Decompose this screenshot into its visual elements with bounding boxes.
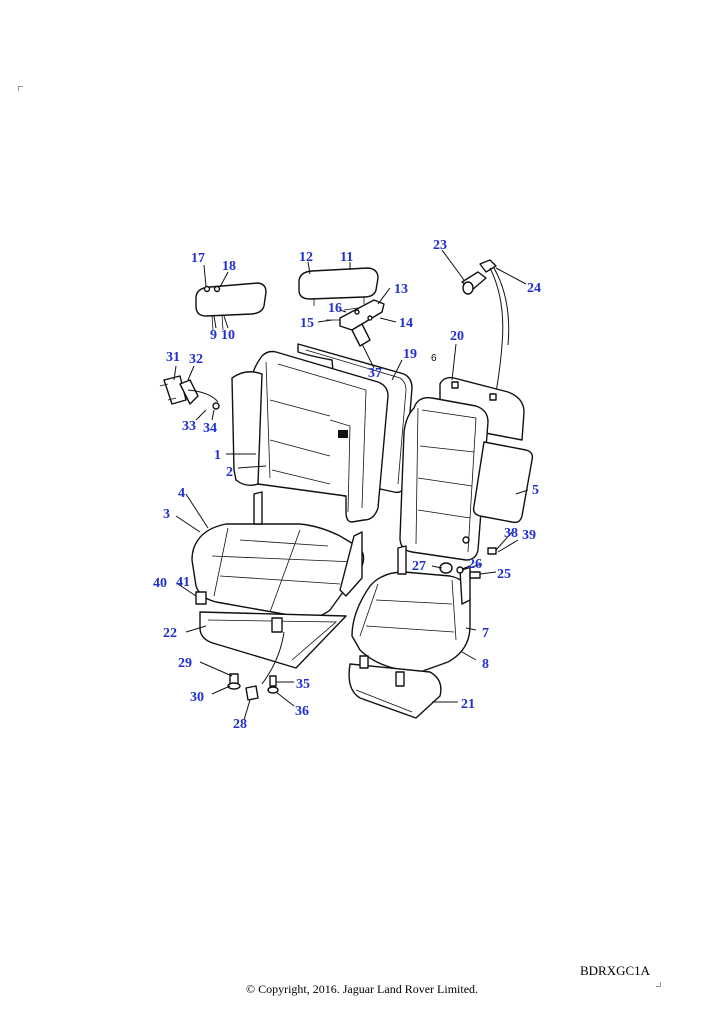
centre-headrest [298,267,379,306]
callout-22: 22 [163,626,177,641]
callout-35: 35 [296,677,310,692]
crop-mark-top-left [18,86,23,91]
callout-28: 28 [233,717,247,732]
headrest-bracket [326,299,385,347]
callout-7: 7 [482,626,489,641]
callout-21: 21 [461,697,475,712]
single-seat-frame [348,655,442,719]
callout-30: 30 [190,690,204,705]
callout-13: 13 [394,282,408,297]
callout-11: 11 [340,250,353,265]
callout-14: 14 [399,316,413,331]
bench-cushion [191,491,365,619]
callout-3: 3 [163,507,170,522]
callout-6: 6 [431,353,437,364]
single-seat-backrest [399,397,489,561]
callout-34: 34 [203,421,217,436]
callout-26: 26 [468,557,482,572]
callout-38: 38 [504,526,518,541]
callout-16: 16 [328,301,342,316]
callout-8: 8 [482,657,489,672]
callout-29: 29 [178,656,192,671]
callout-19: 19 [403,347,417,362]
callout-17: 17 [191,251,205,266]
callout-15: 15 [300,316,314,331]
callout-25: 25 [497,567,511,582]
callout-2: 2 [226,465,233,480]
callout-labels: 1 2 3 4 5 7 8 9 10 11 12 13 14 15 16 17 … [153,238,541,732]
callout-40: 40 [153,576,167,591]
fixing-parts [227,631,285,701]
diagram-reference-code: BDRXGC1A [580,963,651,978]
callout-36: 36 [295,704,309,719]
bench-frame [195,591,347,669]
crop-mark-bottom-right [656,982,661,987]
armrest [472,441,534,524]
callout-10: 10 [221,328,235,343]
callout-27: 27 [412,559,426,574]
callout-39: 39 [522,528,536,543]
callout-41: 41 [176,575,190,590]
callout-9: 9 [210,328,217,343]
callout-5: 5 [532,483,539,498]
single-seat-cushion [351,545,471,673]
callout-24: 24 [527,281,541,296]
callout-12: 12 [299,250,313,265]
seatbelt-buckle [461,259,510,393]
callout-31: 31 [166,350,180,365]
side-fixing-parts [439,536,497,579]
bench-backrest [231,350,389,523]
callout-4: 4 [178,486,185,501]
copyright-notice: © Copyright, 2016. Jaguar Land Rover Lim… [245,982,479,996]
left-headrest [195,282,267,331]
callout-20: 20 [450,329,464,344]
callout-37: 37 [368,366,382,381]
hinge-assembly [159,375,220,410]
callout-23: 23 [433,238,447,253]
callout-33: 33 [182,419,196,434]
callout-1: 1 [214,448,221,463]
callout-32: 32 [189,352,203,367]
leader-lines [173,249,529,721]
callout-18: 18 [222,259,236,274]
